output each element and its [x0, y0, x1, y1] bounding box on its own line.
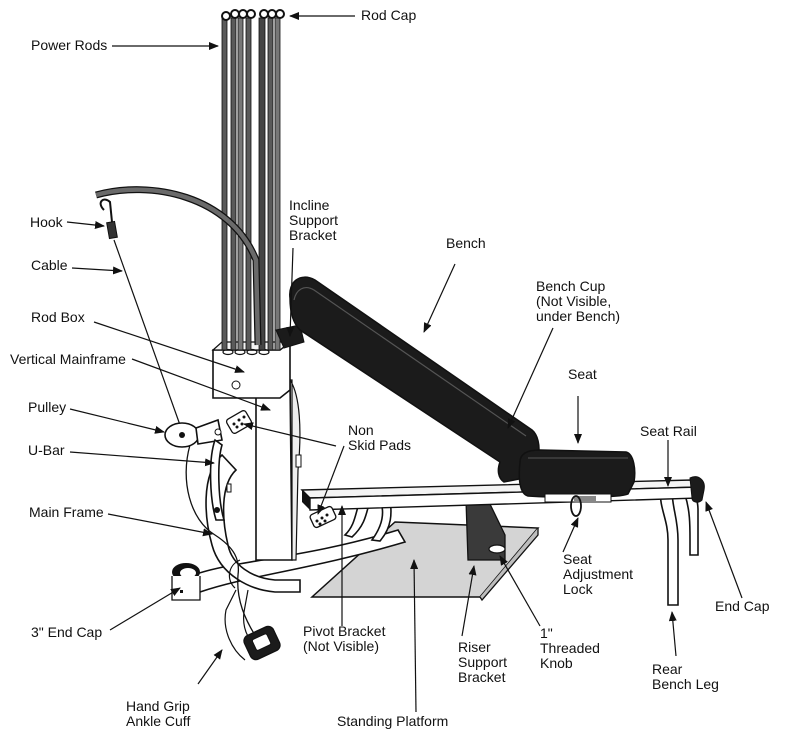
- label-rod-cap: Rod Cap: [361, 7, 416, 23]
- label-seat-rail: Seat Rail: [640, 423, 697, 439]
- label-bench: Bench: [446, 235, 486, 251]
- label-seat: Seat: [568, 366, 597, 382]
- label-main-frame: Main Frame: [29, 504, 104, 520]
- seat-pad: [518, 449, 636, 503]
- seat-rail: [300, 479, 702, 511]
- label-u-bar: U-Bar: [28, 442, 65, 458]
- label-power-rods: Power Rods: [31, 37, 107, 53]
- hand-grip-ankle-cuff: [224, 559, 281, 661]
- label-pivot-bracket: Pivot Bracket (Not Visible): [303, 623, 389, 654]
- label-seat-adjustment-lock: Seat Adjustment Lock: [563, 551, 637, 597]
- label-non-skid-pads: Non Skid Pads: [348, 422, 411, 453]
- label-riser-support-bracket: Riser Support Bracket: [458, 639, 511, 685]
- bench-pad: [289, 276, 540, 483]
- label-hand-grip-ankle-cuff: Hand Grip Ankle Cuff: [126, 698, 194, 729]
- label-hook: Hook: [30, 214, 64, 230]
- label-end-cap: End Cap: [715, 598, 770, 614]
- rod-caps: [221, 9, 285, 21]
- callout-lines: [66, 12, 743, 713]
- label-threaded-knob: 1" Threaded Knob: [540, 625, 604, 671]
- rear-bench-leg: [659, 489, 699, 606]
- label-standing-platform: Standing Platform: [337, 713, 448, 729]
- label-rod-box: Rod Box: [31, 309, 85, 325]
- seat-adjustment-lock: [570, 495, 582, 517]
- label-cable: Cable: [31, 257, 68, 273]
- label-vertical-mainframe: Vertical Mainframe: [10, 351, 126, 367]
- non-skid-pad-upper: [225, 410, 253, 434]
- callout-labels: Rod Cap Power Rods Hook Cable Rod Box Ve…: [10, 7, 770, 729]
- label-bench-cup: Bench Cup (Not Visible, under Bench): [536, 278, 620, 324]
- end-cap-3in: [171, 563, 201, 601]
- label-incline-support-bracket: Incline Support Bracket: [289, 197, 342, 243]
- rod-sockets: [222, 348, 270, 356]
- pulley: [164, 418, 223, 448]
- hook: [99, 198, 113, 223]
- power-rods: [221, 17, 281, 351]
- cable: [113, 239, 181, 426]
- rail-end-cap: [689, 476, 705, 503]
- label-end-cap-3in: 3" End Cap: [31, 624, 102, 640]
- equipment-illustration: [95, 9, 705, 661]
- label-pulley: Pulley: [28, 399, 66, 415]
- label-rear-bench-leg: Rear Bench Leg: [652, 661, 719, 692]
